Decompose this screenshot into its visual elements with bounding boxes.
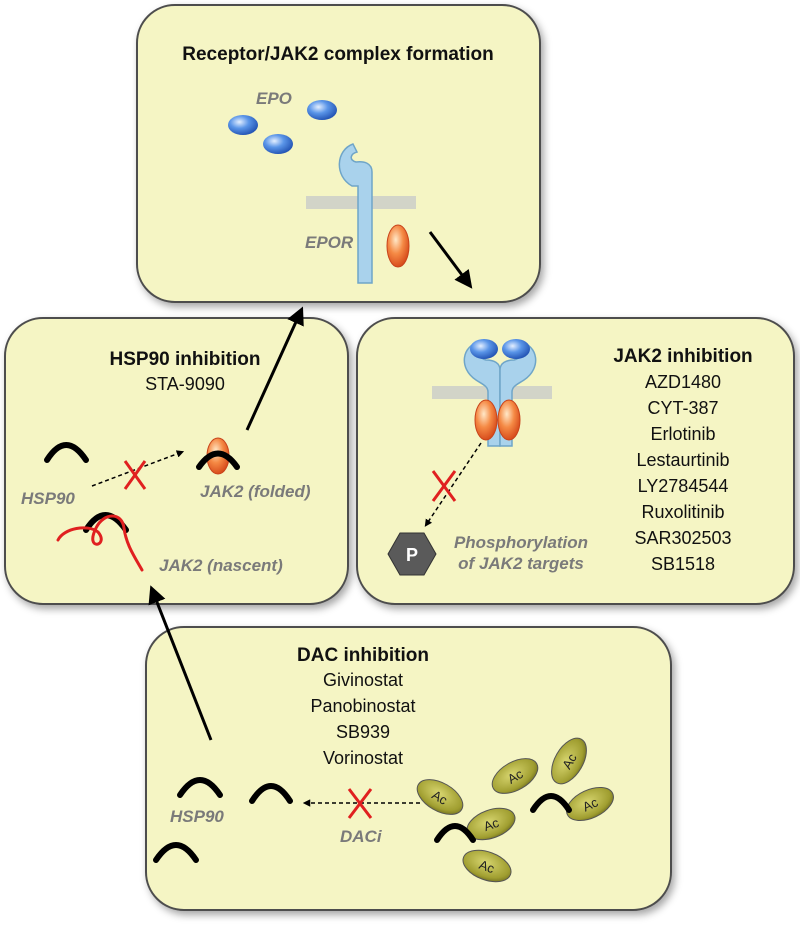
phosphorylation-arrow-dashed <box>424 442 482 527</box>
jak2-drug: Erlotinib <box>650 424 715 444</box>
hsp90-label: HSP90 <box>21 489 75 508</box>
jak2-nascent-chain <box>56 514 144 572</box>
hsp90-acetylated-2 <box>530 793 572 813</box>
jak2-dimer-2 <box>497 399 521 441</box>
panel-jak2-title: JAK2 inhibition <box>613 346 752 367</box>
hsp90-dac-label: HSP90 <box>170 807 224 826</box>
phosphorylation-label-line1: Phosphorylation <box>454 533 588 552</box>
epo-label: EPO <box>256 89 292 108</box>
epo-molecule-2 <box>307 100 337 120</box>
acetyl-group: Ac <box>566 786 614 822</box>
epo-molecule-3 <box>263 134 293 154</box>
acetyl-label: Ac <box>580 794 601 814</box>
acetyl-group: Ac <box>491 758 539 794</box>
jak2-drug: Ruxolitinib <box>641 502 724 522</box>
acetyl-label: Ac <box>429 787 450 808</box>
panel-dac-background <box>145 626 672 911</box>
hsp90-deacetylated-1 <box>177 777 223 798</box>
panel-jak2-inhibition: JAK2 inhibition AZD1480 CYT-387 Erlotini… <box>356 317 795 605</box>
jak2-nascent-label: JAK2 (nascent) <box>159 556 283 575</box>
phosphate-hexagon <box>387 532 437 576</box>
acetyl-group: Ac <box>551 737 587 785</box>
hsp90-acetylated-1 <box>434 823 476 843</box>
epo-molecule-1 <box>228 115 258 135</box>
dac-drug: Panobinostat <box>310 696 415 716</box>
acetyl-label: Ac <box>559 750 580 771</box>
panel-hsp90-inhibition: HSP90 inhibition STA-9090 JAK2 (folded) … <box>4 306 349 605</box>
jak2-dimer-1 <box>474 399 498 441</box>
arrow-to-receptor-complex <box>245 306 304 431</box>
jak2-molecule <box>386 224 410 268</box>
acetyl-group: Ac <box>462 849 512 883</box>
panel-receptor-background <box>136 4 541 303</box>
arrow-to-hsp90-panel <box>148 585 213 741</box>
acetyl-group: Ac <box>416 779 464 815</box>
epor-receptor <box>338 143 373 284</box>
hsp90-chaperone-free <box>44 442 89 463</box>
hsp90-deacetylated-2 <box>249 783 293 804</box>
dac-drug: Vorinostat <box>323 748 403 768</box>
jak2-drug-list: AZD1480 CYT-387 Erlotinib Lestaurtinib L… <box>634 372 731 574</box>
jak2-drug: SB1518 <box>651 554 715 574</box>
phosphate-symbol: P <box>406 545 418 565</box>
epo-bound-1 <box>470 339 498 359</box>
folding-arrow-dashed <box>91 450 185 487</box>
panel-dac-title: DAC inhibition <box>297 645 429 666</box>
hsp90-deacetylated-3 <box>153 842 199 863</box>
acetyl-label: Ac <box>477 857 497 876</box>
phosphorylation-label-line2: of JAK2 targets <box>458 554 584 573</box>
dac-drug: SB939 <box>336 722 390 742</box>
jak2-drug: AZD1480 <box>645 372 721 392</box>
acetylated-hsp90-cluster: Ac Ac Ac Ac Ac Ac <box>416 737 614 883</box>
epor-label: EPOR <box>305 233 354 252</box>
jak2-drug: Lestaurtinib <box>636 450 729 470</box>
arrow-to-active-complex <box>428 231 473 289</box>
panel-receptor-complex: Receptor/JAK2 complex formation EPO EPOR <box>136 4 541 303</box>
hsp90-drug: STA-9090 <box>145 374 225 394</box>
jak2-drug: CYT-387 <box>647 398 718 418</box>
hsp90-chaperone-bound <box>196 450 240 470</box>
inhibition-x-mark-jak2 <box>431 470 457 502</box>
panel-receptor-title: Receptor/JAK2 complex formation <box>182 44 493 65</box>
daci-label: DACi <box>340 827 383 846</box>
panel-hsp90-background <box>4 317 349 605</box>
jak2-drug: LY2784544 <box>638 476 729 496</box>
epo-bound-2 <box>502 339 530 359</box>
acetyl-label: Ac <box>481 815 501 834</box>
dac-drug: Givinostat <box>323 670 403 690</box>
panel-hsp90-title: HSP90 inhibition <box>110 349 261 370</box>
inhibition-x-mark-hsp90 <box>123 460 147 490</box>
panel-dac-inhibition: DAC inhibition Givinostat Panobinostat S… <box>145 585 672 911</box>
jak2-drug: SAR302503 <box>634 528 731 548</box>
inhibition-x-mark-dac <box>347 788 373 819</box>
jak2-folded-label: JAK2 (folded) <box>200 482 311 501</box>
acetyl-label: Ac <box>505 766 526 787</box>
